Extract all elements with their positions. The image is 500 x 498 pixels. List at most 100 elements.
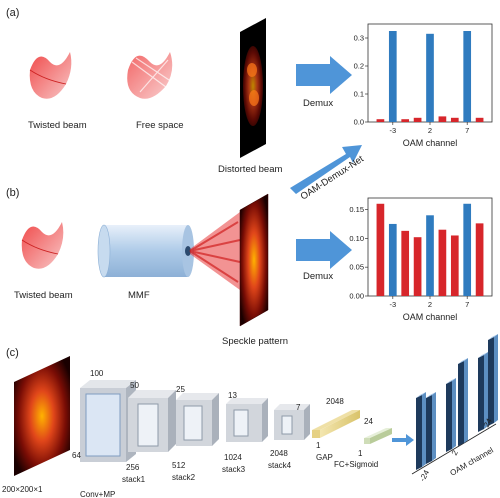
chart-a-xtick-label: -3 bbox=[389, 126, 396, 135]
bar3d-front bbox=[488, 337, 494, 426]
bar3d-top bbox=[458, 358, 468, 364]
label-distorted-beam: Distorted beam bbox=[218, 164, 283, 175]
chart-b-bar-blue bbox=[463, 203, 472, 296]
chart-a-bar-red bbox=[450, 117, 459, 122]
bar3d-front bbox=[446, 381, 452, 452]
chart-b-ytick-label: 0.00 bbox=[349, 292, 364, 301]
label-stack3-top: 13 bbox=[228, 391, 237, 400]
chart-b-bar-blue bbox=[426, 215, 434, 296]
bar3d-top bbox=[426, 392, 436, 398]
label-stack1: stack1 bbox=[122, 475, 146, 484]
chart-a-bar-blue bbox=[388, 31, 397, 122]
chart-a-xlabel: OAM channel bbox=[403, 138, 458, 148]
chart-b-ytick-label: 0.10 bbox=[349, 234, 364, 243]
label-stack3-bottom: 1024 bbox=[224, 453, 242, 462]
label-stack4: stack4 bbox=[268, 461, 292, 470]
bar3d-side bbox=[422, 392, 426, 467]
fc-sigmoid-block bbox=[364, 428, 392, 444]
bar3d-side bbox=[494, 334, 498, 423]
free-space-beam-icon bbox=[127, 52, 173, 99]
chart-b-bar-red bbox=[376, 203, 385, 296]
stack1-block bbox=[128, 390, 176, 452]
label-stack1-bottom: 256 bbox=[126, 463, 140, 472]
output-3d-bars bbox=[411, 334, 498, 475]
chart-b-xtick-label: -3 bbox=[389, 300, 396, 309]
label-stack2: stack2 bbox=[172, 473, 196, 482]
chart-b-bar-red bbox=[450, 235, 459, 296]
chart-b-bar-blue bbox=[388, 223, 397, 296]
stack3-block bbox=[226, 398, 268, 442]
demux-arrow-b bbox=[296, 231, 352, 269]
output-arrow bbox=[392, 434, 414, 446]
bar3d-side bbox=[452, 378, 456, 449]
label-stack3: stack3 bbox=[222, 465, 246, 474]
label-free-space: Free space bbox=[136, 120, 184, 131]
panel-b-tag: (b) bbox=[6, 187, 19, 199]
label-gap: GAP bbox=[316, 453, 333, 462]
chart-a-ytick-label: 0.3 bbox=[354, 34, 364, 43]
chart-a-ytick-label: 0.1 bbox=[354, 90, 364, 99]
chart-a-bar-blue bbox=[463, 31, 472, 122]
chart-b-bar-red bbox=[413, 237, 422, 296]
chart-b-bar-red bbox=[438, 229, 447, 296]
distorted-beam-image bbox=[240, 18, 266, 158]
chart-a-bar-red bbox=[376, 119, 385, 122]
mmf-fiber-icon bbox=[97, 224, 194, 278]
chart-b-bar-red bbox=[401, 230, 410, 296]
label-twisted-beam-b: Twisted beam bbox=[14, 290, 73, 301]
bar3d-side bbox=[432, 392, 436, 461]
label-gap-top: 2048 bbox=[326, 397, 344, 406]
bar3d-front bbox=[426, 395, 432, 464]
chart-a-bar-red bbox=[475, 117, 484, 122]
chart-a-bar-red bbox=[401, 119, 410, 122]
chart-b-ytick-label: 0.05 bbox=[349, 263, 364, 272]
chart-a-xtick-label: 2 bbox=[428, 126, 432, 135]
speckle-beam-cone bbox=[189, 212, 241, 290]
chart-b-xtick-label: 2 bbox=[428, 300, 432, 309]
label-fc-top: 24 bbox=[364, 417, 373, 426]
label-conv-bottom: 64 bbox=[72, 451, 81, 460]
bar3d-front bbox=[416, 395, 422, 470]
label-demux-b: Demux bbox=[303, 271, 333, 282]
twisted-beam-icon bbox=[21, 222, 64, 269]
label-input-size: 200×200×1 bbox=[2, 485, 43, 494]
chart-a-bar-blue bbox=[426, 33, 434, 122]
bar3d-side bbox=[464, 358, 468, 443]
bar3d-top bbox=[488, 334, 498, 340]
label-twisted-beam-a: Twisted beam bbox=[28, 120, 87, 131]
label-stack4-bottom: 2048 bbox=[270, 449, 288, 458]
bar3d-top bbox=[478, 352, 488, 358]
demux-arrow-a bbox=[296, 56, 352, 94]
chart-b-ytick-label: 0.15 bbox=[349, 205, 364, 214]
speckle-pattern-image bbox=[239, 193, 269, 327]
label-fc-sigmoid: FC+Sigmoid bbox=[334, 460, 378, 469]
chart-a-ytick-label: 0.2 bbox=[354, 62, 364, 71]
label-stack4-top: 7 bbox=[296, 403, 301, 412]
label-3d-oam-channel: OAM channel bbox=[449, 446, 496, 478]
twisted-beam-icon bbox=[29, 52, 72, 99]
label-stack1-top: 50 bbox=[130, 381, 139, 390]
chart-a-ytick-label: 0.0 bbox=[354, 118, 364, 127]
tick-3d-neg24: -24 bbox=[418, 468, 432, 483]
bars3d-axis bbox=[411, 423, 497, 475]
bar3d-front bbox=[478, 355, 484, 432]
bar3d-side bbox=[484, 352, 488, 429]
panel-a-tag: (a) bbox=[6, 7, 19, 19]
input-speckle-image bbox=[14, 356, 70, 476]
chart-b-bar-red bbox=[475, 223, 484, 296]
label-stack2-top: 25 bbox=[176, 385, 185, 394]
bar3d-top bbox=[446, 378, 456, 384]
label-conv-mp: Conv+MP bbox=[80, 490, 115, 498]
chart-a-bar-red bbox=[438, 116, 447, 122]
panel-c-tag: (c) bbox=[6, 347, 19, 359]
chart-a-bar-red bbox=[413, 117, 422, 122]
bar3d-top bbox=[416, 392, 426, 398]
chart-b-xlabel: OAM channel bbox=[403, 312, 458, 322]
tick-3d-2: 2 bbox=[450, 448, 460, 457]
label-gap-bottom: 1 bbox=[316, 441, 321, 450]
conv-mp-block bbox=[80, 380, 136, 462]
label-stack2-bottom: 512 bbox=[172, 461, 186, 470]
chart-b-xtick-label: 7 bbox=[465, 300, 469, 309]
